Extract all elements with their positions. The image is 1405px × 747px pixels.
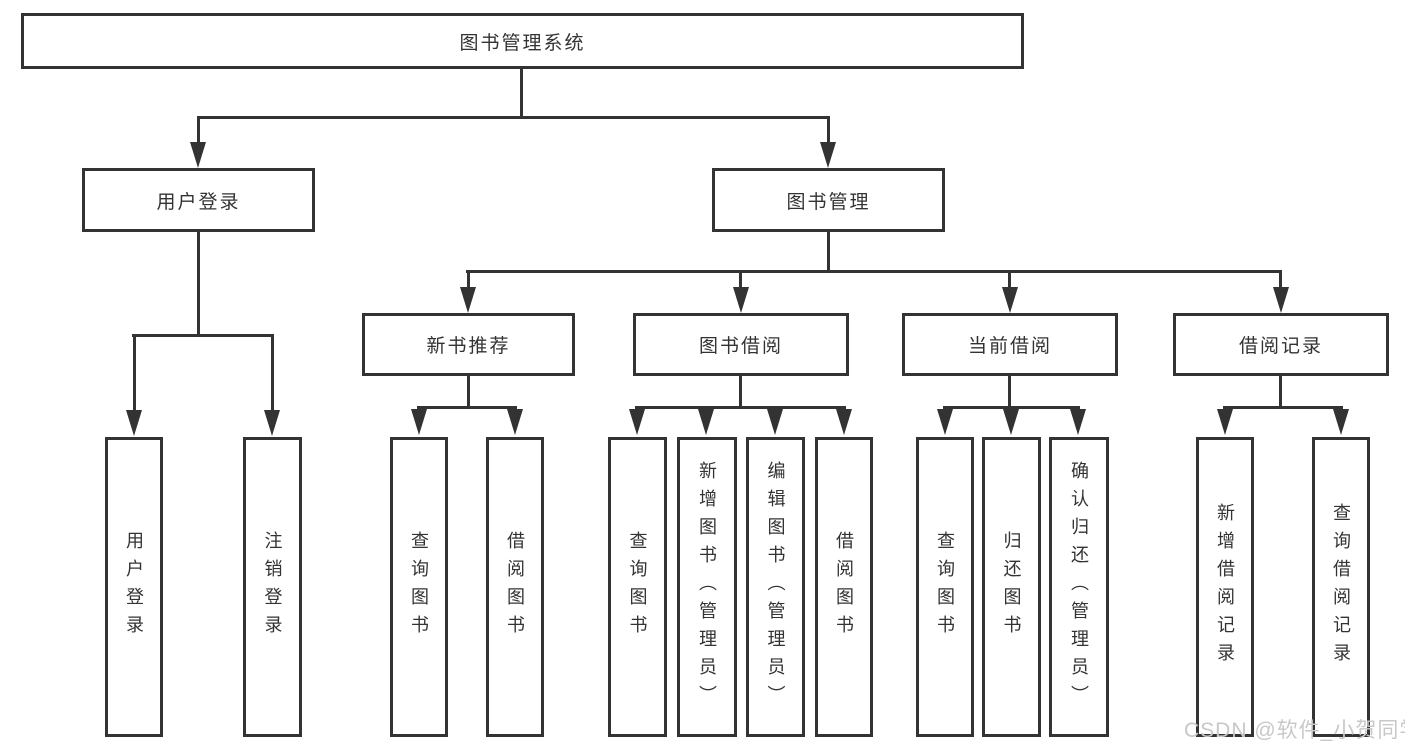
arrowhead-logout-leaf-icon (264, 410, 280, 436)
leaf-bb-borrow-books: 借阅图书 (815, 437, 873, 737)
node-current-borrowing-label: 当前借阅 (967, 336, 1052, 357)
connector-new-book-rail (417, 406, 517, 409)
connector-book-mgmt-stem (827, 232, 830, 272)
leaf-br-query-record-label: 查询借阅记录 (1331, 503, 1351, 671)
node-current-borrowing: 当前借阅 (902, 313, 1118, 376)
connector-user-login-stem (197, 232, 200, 336)
arrowhead-book-borrow-icon (733, 287, 749, 313)
leaf-nb-borrow-books-label: 借阅图书 (505, 531, 525, 643)
leaf-nb-query-books: 查询图书 (390, 437, 448, 737)
leaf-br-add-record-label: 新增借阅记录 (1215, 503, 1235, 671)
leaf-bb-borrow-books-label: 借阅图书 (834, 531, 854, 643)
arrowhead-borrow-record-icon (1273, 287, 1289, 313)
arrowhead-cb-confirm-icon (1070, 409, 1086, 435)
connector-current-borrow-rail (943, 406, 1080, 409)
node-library-system-label: 图书管理系统 (459, 32, 586, 54)
connector-drop-user-login (197, 116, 200, 144)
leaf-bb-query-books-label: 查询图书 (627, 531, 648, 643)
connector-drop-new-book (467, 270, 470, 289)
leaf-logout-label: 注销登录 (262, 531, 283, 643)
node-book-management-label: 图书管理 (786, 191, 871, 213)
node-new-book-recommend-label: 新书推荐 (426, 336, 511, 357)
arrowhead-bb-add-icon (698, 409, 714, 435)
connector-user-login-rail (132, 334, 274, 337)
connector-book-borrow-stem (739, 376, 742, 408)
connector-root-stem (520, 69, 523, 118)
arrowhead-bb-query-icon (629, 409, 645, 435)
arrowhead-cb-query-icon (937, 409, 953, 435)
connector-drop-logout-leaf (271, 334, 274, 410)
node-book-management: 图书管理 (712, 168, 945, 232)
node-user-login-label: 用户登录 (156, 191, 241, 213)
node-library-system: 图书管理系统 (21, 13, 1024, 69)
arrowhead-login-leaf-icon (126, 410, 142, 436)
connector-drop-book-borrow (739, 270, 742, 289)
leaf-logout: 注销登录 (243, 437, 302, 737)
arrowhead-br-add-icon (1217, 409, 1233, 435)
leaf-bb-add-books-admin-label: 新增图书（管理员） (697, 461, 717, 713)
node-user-login: 用户登录 (82, 168, 315, 232)
leaf-user-login: 用户登录 (105, 437, 163, 737)
node-new-book-recommend: 新书推荐 (362, 313, 575, 376)
arrowhead-nb-query-icon (411, 409, 427, 435)
connector-drop-borrow-record (1279, 270, 1282, 289)
leaf-cb-return-books: 归还图书 (982, 437, 1041, 737)
leaf-bb-query-books: 查询图书 (608, 437, 667, 737)
leaf-cb-return-books-label: 归还图书 (1001, 531, 1022, 643)
connector-drop-book-mgmt (827, 116, 830, 144)
connector-level3-rail (466, 270, 1282, 273)
arrowhead-new-book-icon (460, 287, 476, 313)
leaf-bb-add-books-admin: 新增图书（管理员） (677, 437, 737, 737)
arrowhead-bb-borrow-icon (836, 409, 852, 435)
connector-borrow-record-rail (1223, 406, 1343, 409)
leaf-cb-confirm-return-admin-label: 确认归还（管理员） (1069, 461, 1089, 713)
connector-current-borrow-stem (1008, 376, 1011, 408)
leaf-cb-query-books-label: 查询图书 (935, 531, 955, 643)
leaf-user-login-label: 用户登录 (124, 531, 144, 643)
arrowhead-nb-borrow-icon (507, 409, 523, 435)
leaf-bb-edit-books-admin: 编辑图书（管理员） (746, 437, 805, 737)
arrowhead-book-mgmt-icon (820, 142, 836, 168)
leaf-nb-query-books-label: 查询图书 (409, 531, 429, 643)
node-book-borrowing-label: 图书借阅 (698, 336, 783, 357)
leaf-cb-confirm-return-admin: 确认归还（管理员） (1049, 437, 1109, 737)
connector-book-borrow-rail (635, 406, 846, 409)
leaf-bb-edit-books-admin-label: 编辑图书（管理员） (765, 461, 786, 713)
arrowhead-br-query-icon (1333, 409, 1349, 435)
connector-level2-rail (197, 116, 830, 119)
arrowhead-cb-return-icon (1003, 409, 1019, 435)
leaf-nb-borrow-books: 借阅图书 (486, 437, 544, 737)
leaf-br-query-record: 查询借阅记录 (1312, 437, 1370, 737)
connector-drop-current-borrow (1008, 270, 1011, 289)
node-borrowing-records: 借阅记录 (1173, 313, 1389, 376)
node-book-borrowing: 图书借阅 (633, 313, 849, 376)
arrowhead-user-login-icon (190, 142, 206, 168)
csdn-watermark: CSDN @软件_小贺同学 (1184, 719, 1405, 742)
node-borrowing-records-label: 借阅记录 (1238, 336, 1323, 357)
leaf-cb-query-books: 查询图书 (916, 437, 974, 737)
leaf-br-add-record: 新增借阅记录 (1196, 437, 1254, 737)
connector-new-book-stem (467, 376, 470, 408)
arrowhead-current-borrow-icon (1002, 287, 1018, 313)
connector-borrow-record-stem (1279, 376, 1282, 408)
connector-drop-login-leaf (133, 334, 136, 410)
arrowhead-bb-edit-icon (767, 409, 783, 435)
